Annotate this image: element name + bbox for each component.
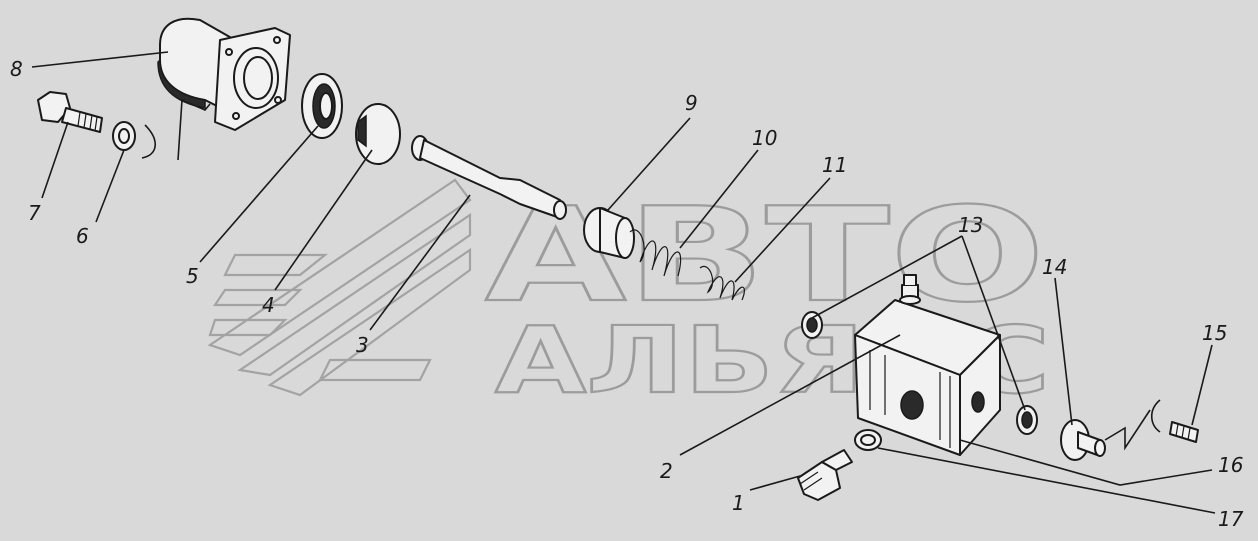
part-13-washer [801, 311, 1038, 435]
part-14-flanged-cap [1060, 409, 1151, 461]
valve-body-block [854, 274, 1001, 456]
part-9-bushing [583, 207, 635, 259]
label-part-4: 4 [262, 293, 275, 317]
watermark-line1: АВТО [485, 179, 1045, 331]
part-4-cap [355, 103, 401, 165]
label-part-9: 9 [685, 91, 698, 115]
part-17-o-ring [854, 429, 882, 451]
leader-lines [31, 51, 1216, 514]
part-3-plunger [411, 135, 567, 220]
label-part-17: 17 [1218, 507, 1244, 531]
part-6-lock-washer [112, 98, 211, 161]
label-part-3: 3 [356, 333, 369, 357]
label-part-11: 11 [822, 153, 847, 177]
part-10-spring [629, 229, 682, 277]
label-part-14: 14 [1042, 255, 1067, 279]
label-part-2: 2 [660, 459, 673, 483]
part-15-set-screw [1150, 399, 1199, 443]
part-1-fitting [797, 449, 853, 501]
label-part-16: 16 [1218, 453, 1243, 477]
label-part-6: 6 [76, 224, 89, 248]
label-part-8: 8 [10, 57, 23, 81]
label-part-10: 10 [752, 126, 777, 150]
label-part-15: 15 [1202, 321, 1227, 345]
label-part-13: 13 [958, 213, 983, 237]
label-part-5: 5 [186, 264, 199, 288]
part-11-spring [699, 265, 745, 301]
part-5-seal [301, 73, 343, 139]
label-part-7: 7 [28, 201, 41, 225]
part-labels: 8 7 6 5 4 3 9 10 11 13 14 15 2 1 16 17 [10, 57, 1244, 531]
watermark-logo [207, 178, 472, 397]
part-7-bolt [37, 91, 103, 133]
part-8-flange-housing [157, 17, 291, 131]
label-part-1: 1 [732, 491, 745, 515]
